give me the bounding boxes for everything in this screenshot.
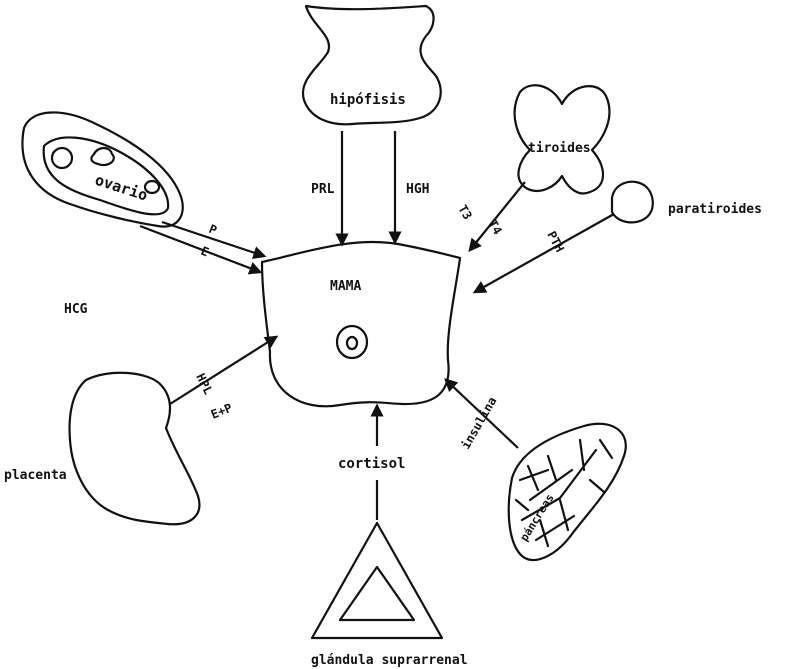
mama-nucleus-inner	[347, 337, 357, 349]
placenta-organ: placenta HPL E+P	[4, 337, 276, 524]
mama-organ: MAMA	[262, 242, 460, 406]
hipofisis-label: hipófisis	[330, 92, 406, 108]
t4-label: T4	[485, 218, 504, 238]
hpl-arrow	[170, 337, 276, 404]
ovario-follicle-1	[52, 148, 72, 168]
hpl-label: HPL	[193, 371, 215, 397]
mama-label: MAMA	[330, 279, 361, 294]
mama-nucleus-outer	[337, 326, 367, 358]
ovario-organ: ovario P E	[22, 112, 264, 272]
prl-label: PRL	[311, 182, 335, 197]
ovario-follicle-2	[91, 148, 113, 165]
ep-label: E+P	[209, 401, 234, 422]
pancreas-organ: páncreas insulina	[446, 380, 626, 560]
paratiroides-outline	[612, 182, 653, 223]
suprarrenal-label: glándula suprarrenal	[311, 653, 468, 668]
pancreas-label: páncreas	[518, 492, 557, 544]
t3-label: T3	[455, 203, 474, 223]
tiroides-label: tiroides	[528, 141, 591, 156]
paratiroides-organ: paratiroides PTH	[475, 182, 762, 292]
paratiroides-label: paratiroides	[668, 202, 762, 217]
placenta-label: placenta	[4, 468, 67, 483]
tiroides-organ: tiroides T3 T4	[455, 85, 609, 250]
mama-outline	[262, 242, 460, 406]
hcg-label: HCG	[64, 302, 88, 317]
cortisol-label: cortisol	[338, 456, 405, 472]
suprarrenal-organ: cortisol glándula suprarrenal	[311, 406, 468, 668]
p-label: P	[207, 222, 219, 238]
tiroides-outline	[515, 85, 610, 193]
ovario-outline-outer	[22, 112, 182, 226]
insulina-label: insulina	[458, 394, 499, 451]
placenta-outline	[70, 373, 200, 524]
hgh-label: HGH	[406, 182, 429, 197]
t3-t4-arrow	[470, 182, 525, 250]
suprarrenal-outline-inner	[340, 567, 414, 620]
hipofisis-organ: hipófisis PRL HGH	[303, 6, 441, 244]
